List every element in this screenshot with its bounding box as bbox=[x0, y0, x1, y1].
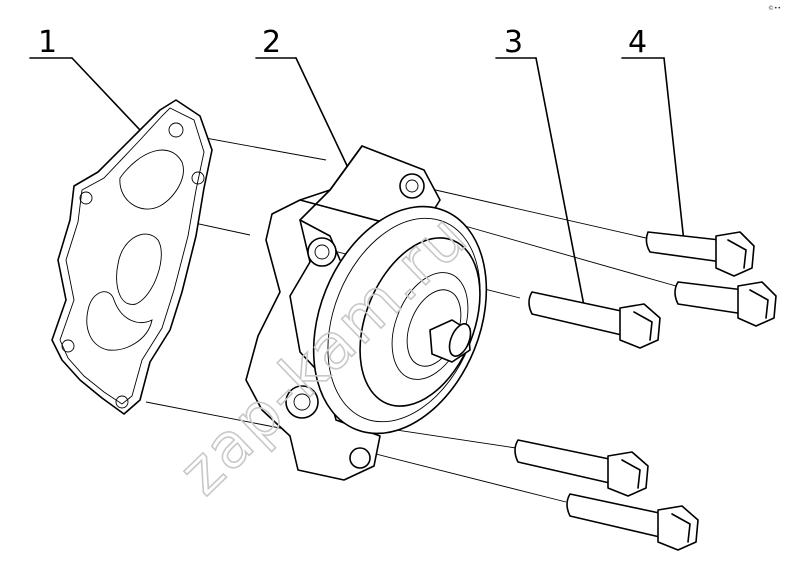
bolt-4-lower bbox=[674, 281, 777, 327]
bolt-4-upper bbox=[645, 231, 755, 277]
bolt-3-middle bbox=[514, 439, 649, 497]
bolt-3-upper bbox=[528, 291, 661, 349]
gasket-part bbox=[51, 99, 213, 415]
callout-label-2: 2 bbox=[262, 25, 281, 60]
callout-label-4: 4 bbox=[628, 25, 647, 60]
pump-body-part bbox=[245, 145, 488, 481]
callout-label-3: 3 bbox=[504, 25, 523, 60]
callout-1: 1 bbox=[29, 25, 141, 131]
callout-2: 2 bbox=[255, 25, 351, 173]
corner-mark: ©•• bbox=[768, 5, 781, 12]
callout-label-1: 1 bbox=[38, 25, 57, 60]
bolt-3-lower bbox=[566, 493, 699, 551]
callout-4: 4 bbox=[621, 25, 685, 243]
callout-3: 3 bbox=[495, 25, 587, 317]
